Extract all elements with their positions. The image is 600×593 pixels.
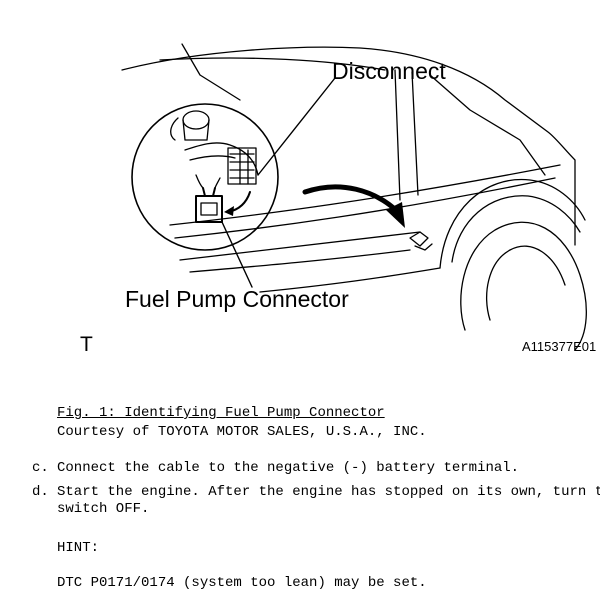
step-c-text: Connect the cable to the negative (-) ba… — [57, 460, 520, 476]
connector-leader-line — [221, 221, 253, 288]
fuel-pump-connector-drawing — [195, 195, 223, 223]
rear-tire — [460, 221, 587, 351]
step-c-label: c. — [32, 460, 49, 476]
figure-id: A115377E01 — [522, 339, 597, 354]
magnified-inset-circle — [131, 103, 279, 251]
disconnect-callout: Disconnect — [332, 58, 446, 84]
vehicle-body-outline — [121, 46, 576, 246]
hint-heading: HINT: — [57, 540, 100, 556]
figure-caption: Fig. 1: Identifying Fuel Pump Connector — [57, 405, 385, 421]
figure-credit: Courtesy of TOYOTA MOTOR SALES, U.S.A., … — [57, 424, 427, 440]
fuel-pump-connector-illustration — [121, 43, 587, 351]
fuel-pump-connector-callout: Fuel Pump Connector — [125, 286, 349, 312]
step-d-text-line-1: Start the engine. After the engine has s… — [57, 484, 600, 500]
step-d-label: d. — [32, 484, 49, 500]
corner-mark: T — [80, 333, 93, 356]
location-pointer-arrow — [302, 184, 401, 215]
hint-text: DTC P0171/0174 (system too lean) may be … — [57, 575, 427, 591]
step-d-text-line-2: switch OFF. — [57, 501, 150, 517]
disconnect-leader-line — [257, 77, 336, 176]
